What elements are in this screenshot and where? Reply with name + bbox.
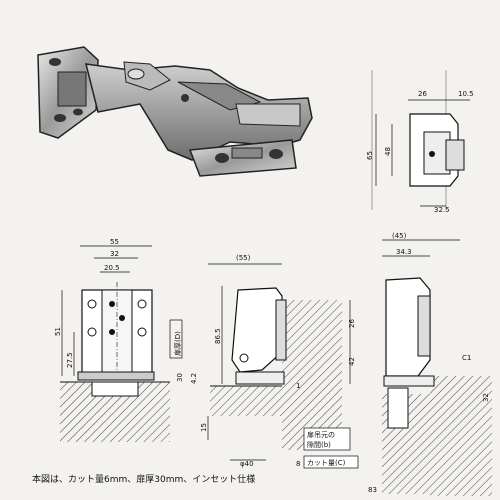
small-dim-65: 65 (366, 151, 374, 160)
small-dim-32-5: 32.5 (434, 206, 450, 214)
right-view: (45) 34.3 C1 32 83 (368, 232, 492, 496)
right-dim-32: 32 (482, 393, 490, 402)
front-dim-32: 32 (110, 250, 119, 258)
front-view: 55 32 20.5 51 27.5 (54, 238, 170, 442)
side-dim-26: 26 (348, 319, 356, 328)
side-dim-4-2: 4.2 (190, 373, 198, 384)
right-dim-c1: C1 (462, 354, 471, 362)
small-dim-26: 26 (418, 90, 427, 98)
side-label-door-thickness: 扉厚(D) (173, 331, 182, 356)
front-dim-51: 51 (54, 327, 62, 336)
right-dim-45: (45) (392, 232, 407, 240)
side-dim-15: 15 (200, 423, 208, 432)
front-dim-55: 55 (110, 238, 119, 246)
side-dim-55: (55) (236, 254, 251, 262)
right-dim-34-3: 34.3 (396, 248, 412, 256)
side-dim-42: 42 (348, 357, 356, 366)
side-label-opening-1: 扉吊元の (307, 430, 335, 439)
side-dim-1: 1 (296, 382, 300, 390)
small-dim-10-5: 10.5 (458, 90, 474, 98)
caption: 本図は、カット量6mm、扉厚30mm、インセット仕様 (32, 473, 255, 485)
side-label-opening-2: 隙間(b) (307, 440, 331, 449)
small-dim-48: 48 (384, 147, 392, 156)
side-dim-8: 8 (296, 460, 300, 468)
front-dim-27-5: 27.5 (66, 352, 74, 368)
side-dim-phi40: φ40 (240, 460, 254, 468)
side-view: (55) 86.5 扉厚(D) 30 4.2 26 42 1 15 φ40 8 … (169, 254, 359, 469)
side-dim-86-5: 86.5 (214, 328, 222, 344)
front-dim-20-5: 20.5 (104, 264, 120, 272)
hinge-photo (37, 46, 313, 177)
small-view: 26 10.5 65 48 32.5 (366, 70, 474, 214)
side-label-cut: カット量(C) (307, 459, 346, 467)
right-dim-83: 83 (368, 486, 377, 494)
side-dim-30: 30 (176, 373, 184, 382)
